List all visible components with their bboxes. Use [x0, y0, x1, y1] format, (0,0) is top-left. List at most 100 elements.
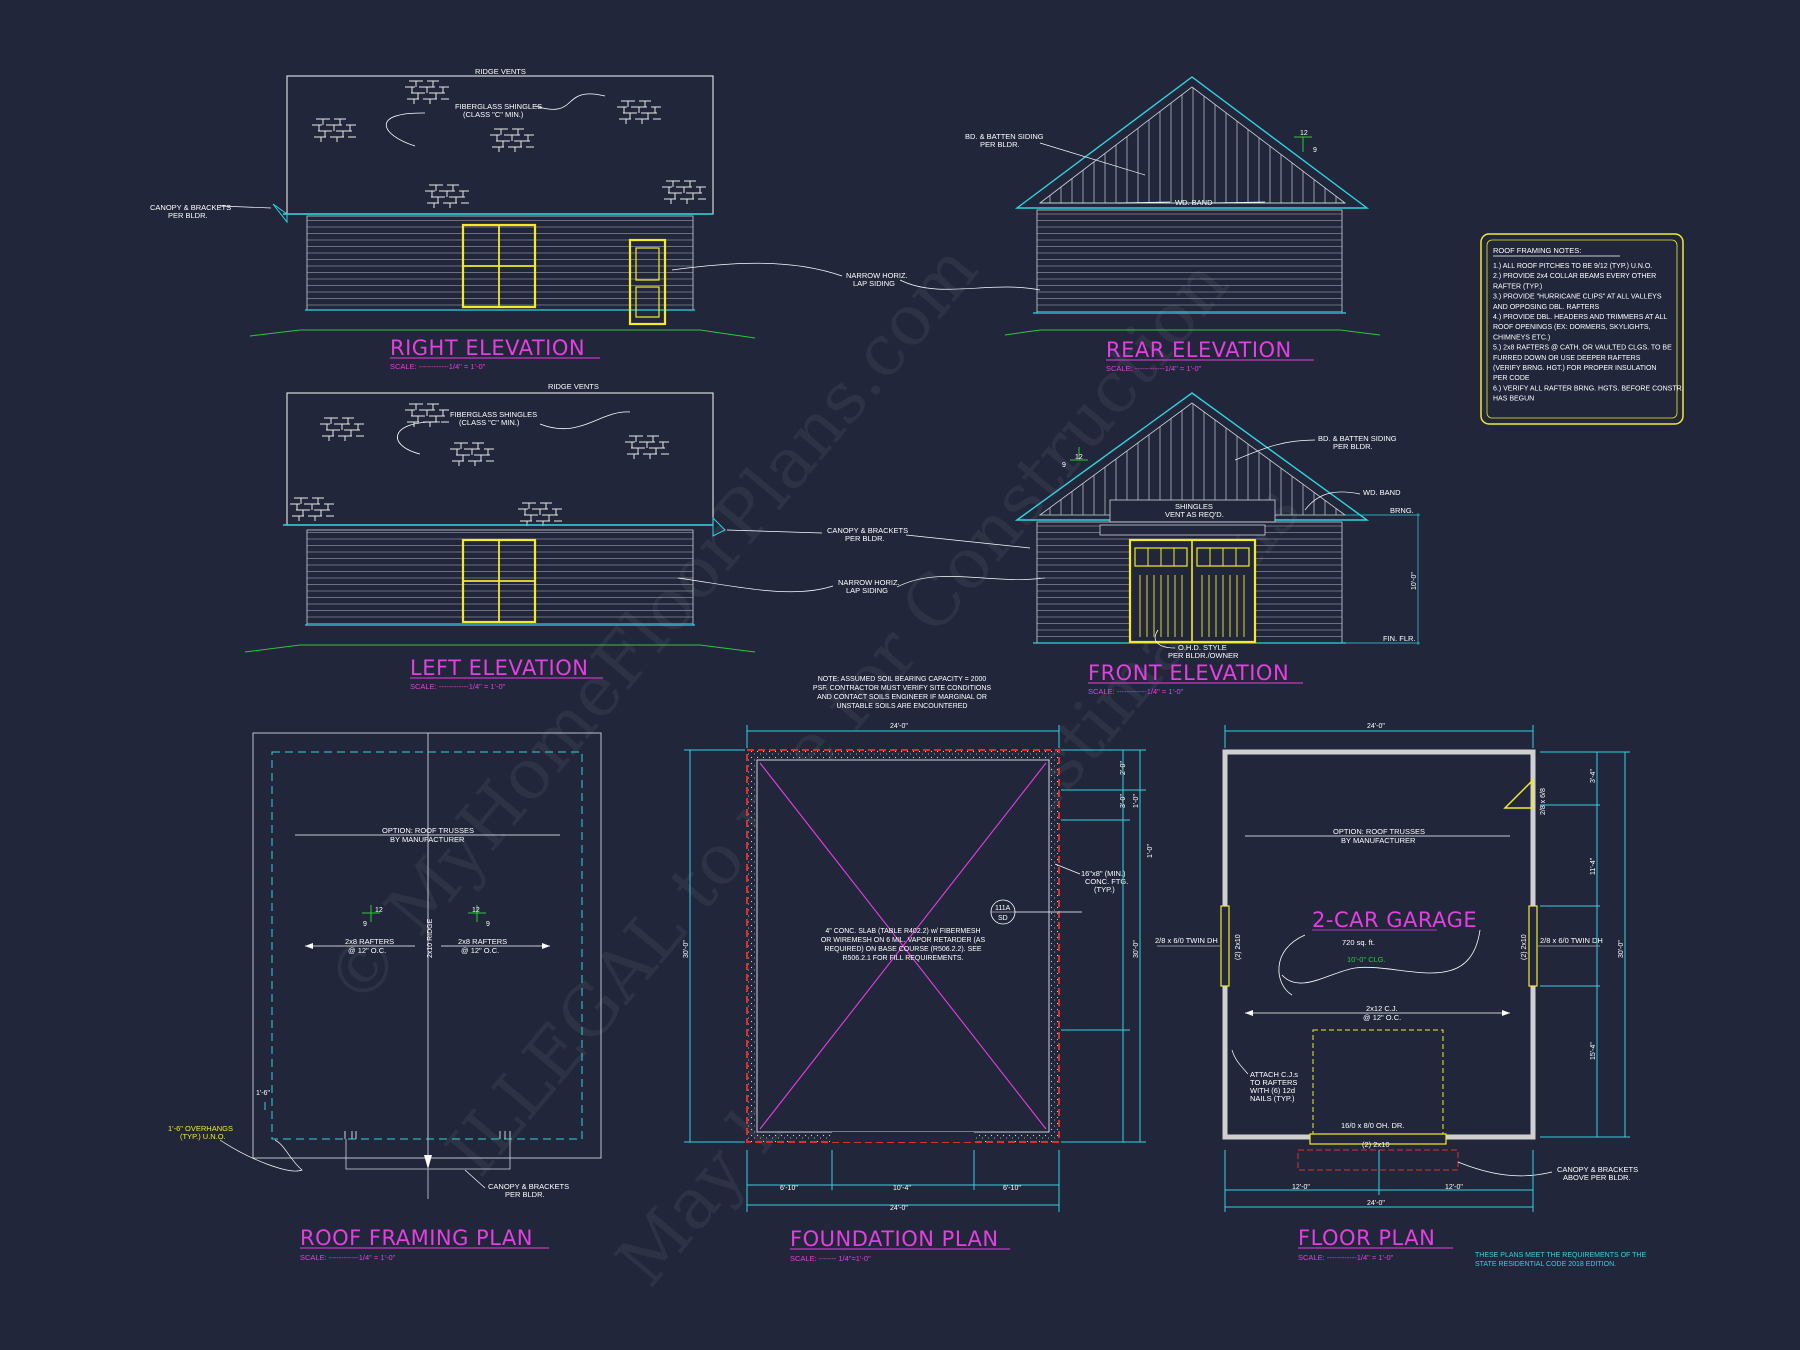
rfp-ridge: 2x10 RIDGE: [427, 918, 434, 958]
roof-note-line-0: 1.) ALL ROOF PITCHES TO BE 9/12 (TYP.) U…: [1493, 263, 1652, 270]
rfp-9b: 9: [486, 921, 490, 928]
fp-door-header: (2) 2x10: [1362, 1140, 1390, 1149]
fp-canopy-2: ABOVE PER BLDR.: [1563, 1173, 1631, 1182]
roof-framing-notes: ROOF FRAMING NOTES: 1.) ALL ROOF PITCHES…: [1480, 233, 1684, 425]
rfp-12b: 12: [472, 907, 480, 914]
narrow-lap-mid: NARROW HORIZ.: [838, 578, 900, 587]
left-elevation-title: LEFT ELEVATION: [410, 656, 588, 680]
fnd-seg-1: 6'-10": [780, 1185, 798, 1192]
fp-dim-b2: 12'-0": [1445, 1184, 1463, 1191]
rfp-canopy-2: PER BLDR.: [505, 1190, 545, 1199]
right-window: [461, 223, 537, 309]
fp-cj: 2x12 C.J.: [1366, 1004, 1398, 1013]
roof-framing-scale: SCALE: ------------1/4" = 1'-0": [300, 1253, 396, 1262]
roof-note-line-10: (VERIFY BRNG. HGT.) FOR PROPER INSULATIO…: [1493, 365, 1656, 372]
fnd-dim-side-r: 30'-0": [1133, 940, 1140, 958]
section-bot: SD: [998, 915, 1008, 922]
slab-note: 4" CONC. SLAB (TABLE R402.2) w/ FIBERMES…: [821, 928, 986, 962]
canopy-label: CANOPY & BRACKETS: [150, 203, 231, 212]
section-top: 111A: [995, 905, 1011, 912]
canopy-mid-label-2: PER BLDR.: [845, 534, 885, 543]
pitch-9-f: 9: [1062, 462, 1066, 469]
roof-note-line-2: RAFTER (TYP.): [1493, 283, 1542, 290]
shingles-vent-label-2: VENT AS REQ'D.: [1165, 510, 1224, 519]
bb-siding-label: BD. & BATTEN SIDING: [965, 132, 1044, 141]
roof-framing-title: ROOF FRAMING PLAN: [300, 1226, 533, 1250]
fp-attach-2: TO RAFTERS: [1250, 1078, 1297, 1087]
fnd-dim-bot: 24'-0": [890, 1205, 908, 1212]
bb-siding-front-2: PER BLDR.: [1333, 442, 1373, 451]
narrow-lap-label: NARROW HORIZ.: [846, 271, 908, 280]
slab-note-line-3: R506.2.1 FOR FILL REQUIREMENTS.: [842, 955, 963, 962]
fp-cj-2: @ 12" O.C.: [1363, 1013, 1401, 1022]
rfp-12: 12: [375, 907, 383, 914]
rear-elevation: BD. & BATTEN SIDING PER BLDR. WD. BAND 1…: [965, 76, 1381, 373]
fnd-dim-top: 24'-0": [890, 723, 908, 730]
right-elevation-scale: SCALE: ------------1/4" = 1'-0": [390, 362, 486, 371]
rfp-trusses-2: BY MANUFACTURER: [390, 835, 465, 844]
fp-dim-side: 30'-0": [1618, 940, 1625, 958]
bb-siding-label-2: PER BLDR.: [980, 140, 1020, 149]
soil-note: NOTE: ASSUMED SOIL BEARING CAPACITY = 20…: [813, 676, 991, 710]
shingles-label: FIBERGLASS SHINGLES: [455, 102, 542, 111]
shingles-label-l: FIBERGLASS SHINGLES: [450, 410, 537, 419]
rfp-rafters-r-2: @ 12" O.C.: [461, 946, 499, 955]
brng-label: BRNG.: [1390, 506, 1414, 515]
rfp-overhang-2: (TYP.) U.N.O.: [180, 1132, 226, 1141]
fp-window-r: 2/8 x 6/0 TWIN DH: [1540, 936, 1603, 945]
roof-note-line-3: 3.) PROVIDE "HURRICANE CLIPS" AT ALL VAL…: [1493, 294, 1662, 301]
roof-note-line-8: 5.) 2x8 RAFTERS @ CATH. OR VAULTED CLGS.…: [1493, 345, 1672, 352]
fnd-dim-r2: 3'-0": [1120, 794, 1127, 808]
rear-elevation-title: REAR ELEVATION: [1106, 338, 1292, 362]
shingles-label-2: (CLASS "C" MIN.): [463, 110, 524, 119]
roof-notes-lines: 1.) ALL ROOF PITCHES TO BE 9/12 (TYP.) U…: [1493, 263, 1684, 403]
slab-note-line-0: 4" CONC. SLAB (TABLE R402.2) w/ FIBERMES…: [825, 928, 980, 935]
roof-framing-plan: OPTION: ROOF TRUSSES BY MANUFACTURER 2x8…: [168, 732, 602, 1262]
footing-3: (TYP.): [1094, 885, 1115, 894]
soil-note-line-3: UNSTABLE SOILS ARE ENCOUNTERED: [837, 703, 968, 710]
rfp-canopy: CANOPY & BRACKETS: [488, 1182, 569, 1191]
fp-ceiling: 10'-0" CLG.: [1347, 955, 1386, 964]
roof-notes-title: ROOF FRAMING NOTES:: [1493, 246, 1581, 255]
roof-note-line-5: 4.) PROVIDE DBL. HEADERS AND TRIMMERS AT…: [1493, 314, 1667, 321]
left-elevation-scale: SCALE: ------------1/4" = 1'-0": [410, 682, 506, 691]
fp-canopy: CANOPY & BRACKETS: [1557, 1165, 1638, 1174]
left-window: [461, 538, 537, 624]
right-elevation: RIDGE VENTS FIBERGLASS SHINGLES (CLASS "…: [150, 67, 756, 371]
ridge-vents-label-l: RIDGE VENTS: [548, 382, 599, 391]
rfp-pitch-1: 12 9 12 9: [362, 905, 490, 928]
slab-note-line-2: REQUIRED) ON BASE COURSE (R506.2.2). SEE: [824, 946, 981, 953]
fp-trusses: OPTION: ROOF TRUSSES: [1333, 827, 1425, 836]
bb-siding-front: BD. & BATTEN SIDING: [1318, 434, 1397, 443]
fp-dim-b1: 12'-0": [1292, 1184, 1310, 1191]
right-elevation-title: RIGHT ELEVATION: [390, 336, 585, 360]
fnd-dim-r3: 1'-0": [1133, 794, 1140, 808]
soil-note-line-1: PSF. CONTRACTOR MUST VERIFY SITE CONDITI…: [813, 685, 991, 692]
footing-1: 16"x8" (MIN.): [1081, 869, 1126, 878]
front-pitch: 12 9: [1062, 447, 1088, 469]
fp-area: 720 sq. ft.: [1342, 938, 1375, 947]
fp-side-door: 2/8 x 6/8: [1540, 788, 1547, 815]
fnd-dim-r1: 2'-0": [1120, 761, 1127, 775]
fp-attach-4: NAILS (TYP.): [1250, 1094, 1295, 1103]
canopy-label-2: PER BLDR.: [168, 211, 208, 220]
narrow-lap-leader-1: NARROW HORIZ. LAP SIDING: [671, 262, 1041, 291]
fin-flr-label: FIN. FLR.: [1383, 634, 1416, 643]
fp-door: 16/0 x 8/0 OH. DR.: [1341, 1121, 1404, 1130]
fp-dim-r2: 11'-4": [1590, 857, 1597, 875]
pitch-12-f: 12: [1075, 454, 1083, 461]
fp-trusses-2: BY MANUFACTURER: [1341, 836, 1416, 845]
floor-plan-scale: SCALE: ------------1/4" = 1'-0": [1298, 1253, 1394, 1262]
fnd-dim-side: 30'-0": [683, 940, 690, 958]
rfp-overhang-dim: 1'-6": [256, 1090, 270, 1097]
fp-dim-r3: 15'-4": [1590, 1042, 1597, 1060]
floor-plan-title: FLOOR PLAN: [1298, 1226, 1435, 1250]
fp-room-name: 2-CAR GARAGE: [1312, 908, 1477, 932]
wd-band-front: WD. BAND: [1363, 488, 1401, 497]
narrow-lap-mid-2: LAP SIDING: [846, 586, 888, 595]
narrow-lap-label-2: LAP SIDING: [853, 279, 895, 288]
fp-attach-3: WITH (6) 12d: [1250, 1086, 1295, 1095]
slab-note-line-1: OR WIREMESH ON 6 MIL. VAPOR RETARDER (AS: [821, 937, 986, 944]
left-elevation: RIDGE VENTS FIBERGLASS SHINGLES (CLASS "…: [244, 382, 756, 691]
